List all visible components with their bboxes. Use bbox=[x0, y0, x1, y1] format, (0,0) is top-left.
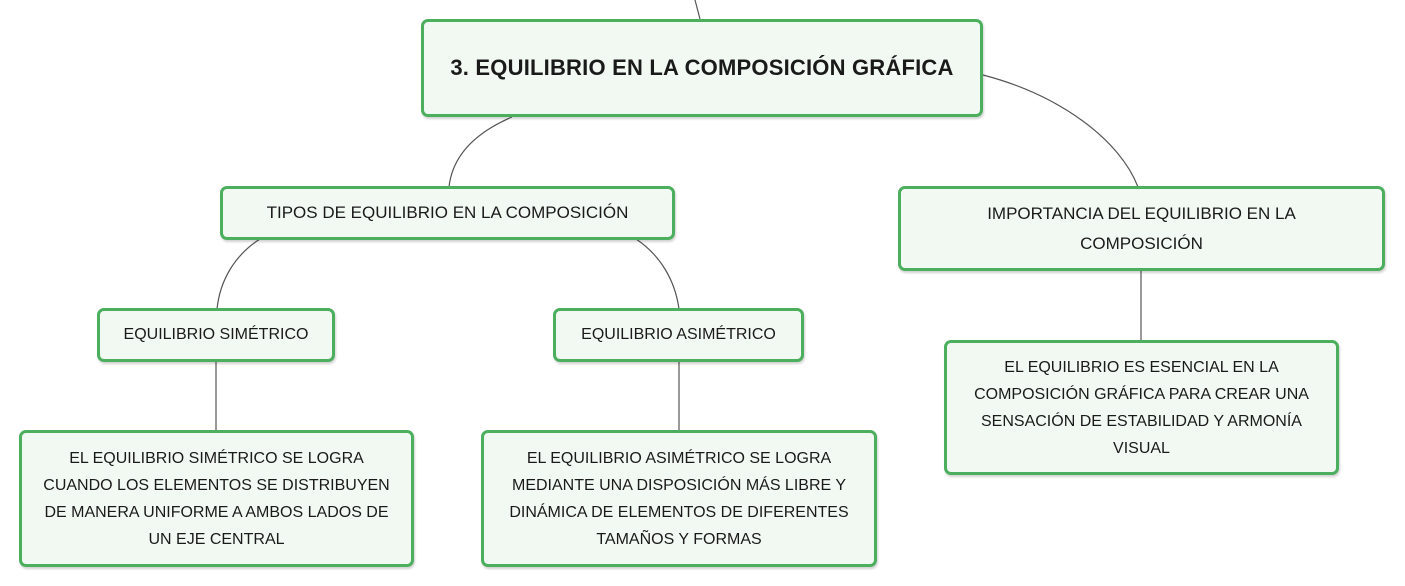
asimetrico-description-text: EL EQUILIBRIO ASIMÉTRICO SE LOGRA MEDIAN… bbox=[509, 449, 849, 548]
simetrico-node-label: EQUILIBRIO SIMÉTRICO bbox=[123, 326, 309, 343]
asimetrico-node-label: EQUILIBRIO ASIMÉTRICO bbox=[581, 326, 776, 343]
connector-root-importancia bbox=[982, 74, 1139, 188]
root-node[interactable]: 3. EQUILIBRIO EN LA COMPOSICIÓN GRÁFICA bbox=[421, 19, 983, 117]
connector-root-tipos bbox=[448, 116, 513, 188]
simetrico-description-node[interactable]: EL EQUILIBRIO SIMÉTRICO SE LOGRA CUANDO … bbox=[19, 430, 414, 567]
simetrico-description-text: EL EQUILIBRIO SIMÉTRICO SE LOGRA CUANDO … bbox=[43, 449, 390, 548]
importancia-node-label: IMPORTANCIA DEL EQUILIBRIO EN LA COMPOSI… bbox=[987, 203, 1296, 253]
tipos-node[interactable]: TIPOS DE EQUILIBRIO EN LA COMPOSICIÓN bbox=[220, 186, 675, 240]
connector-tipos-asimetrico bbox=[635, 238, 680, 310]
importancia-node[interactable]: IMPORTANCIA DEL EQUILIBRIO EN LA COMPOSI… bbox=[898, 186, 1385, 271]
root-node-label: 3. EQUILIBRIO EN LA COMPOSICIÓN GRÁFICA bbox=[450, 55, 954, 80]
asimetrico-description-node[interactable]: EL EQUILIBRIO ASIMÉTRICO SE LOGRA MEDIAN… bbox=[481, 430, 877, 567]
importancia-description-node[interactable]: EL EQUILIBRIO ES ESENCIAL EN LA COMPOSIC… bbox=[944, 340, 1339, 475]
connector-tipos-simetrico bbox=[216, 238, 261, 310]
asimetrico-node[interactable]: EQUILIBRIO ASIMÉTRICO bbox=[553, 308, 804, 362]
simetrico-node[interactable]: EQUILIBRIO SIMÉTRICO bbox=[97, 308, 335, 362]
connector-parent-root bbox=[694, 0, 701, 20]
importancia-description-text: EL EQUILIBRIO ES ESENCIAL EN LA COMPOSIC… bbox=[974, 358, 1309, 457]
tipos-node-label: TIPOS DE EQUILIBRIO EN LA COMPOSICIÓN bbox=[266, 203, 629, 222]
